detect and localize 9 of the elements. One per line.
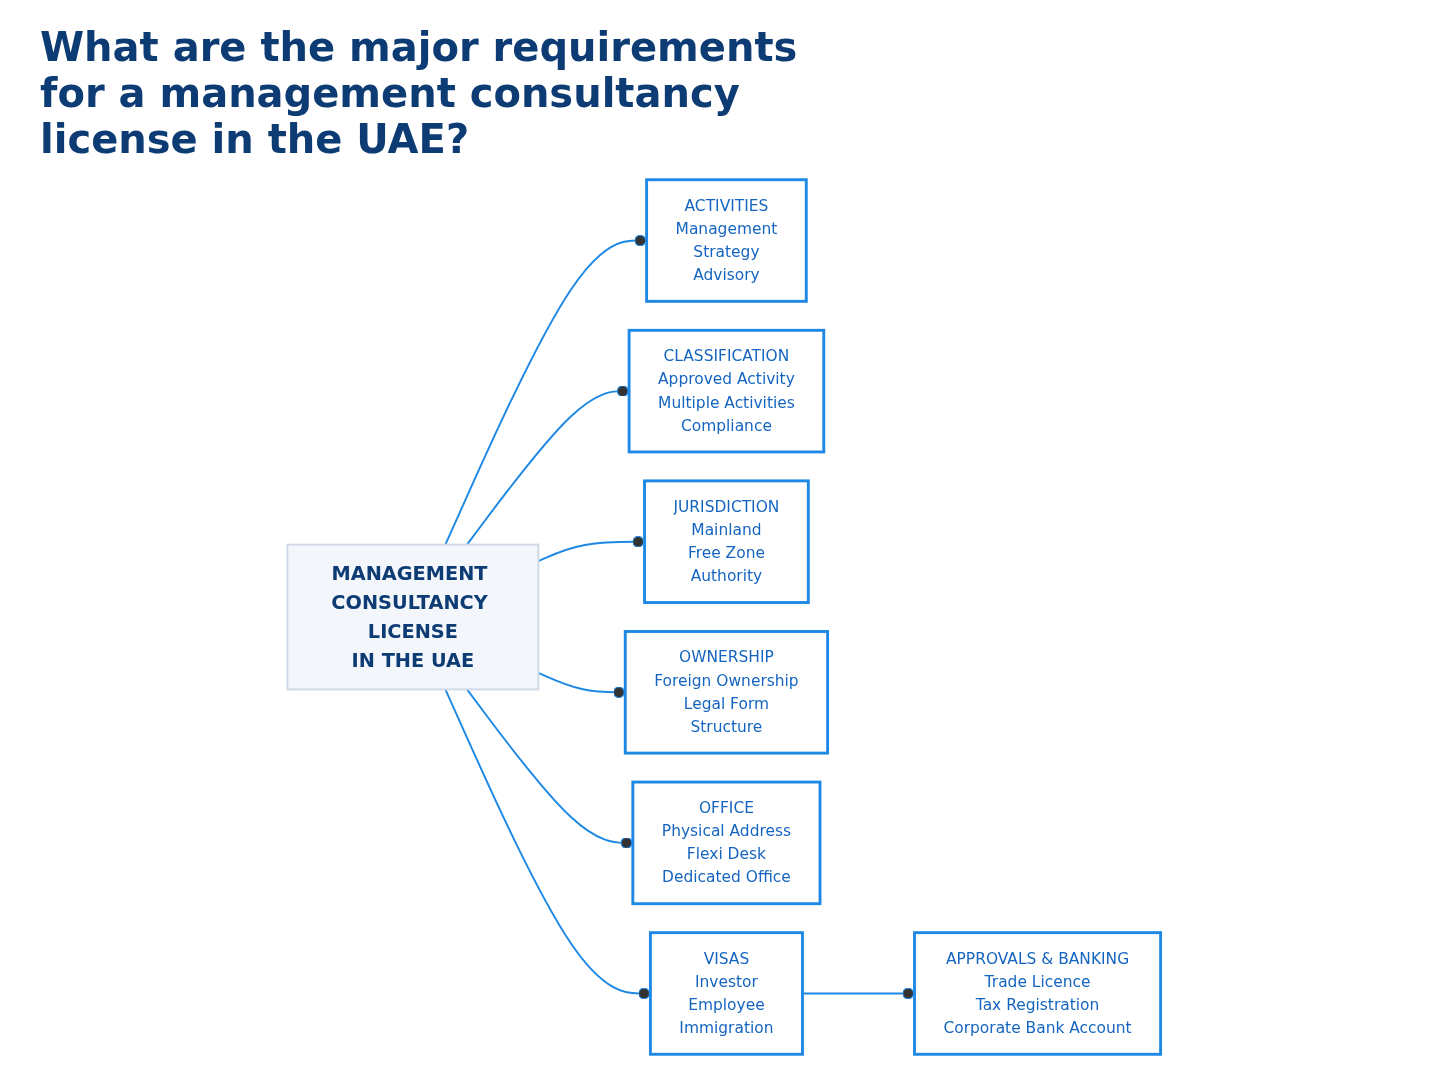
node-box: MANAGEMENT CONSULTANCY LICENSE IN THE UAE <box>286 543 540 691</box>
node-box: VISAS Investor Employee Immigration <box>648 931 804 1056</box>
node-box: APPROVALS & BANKING Trade Licence Tax Registration Corporate Bank Account <box>913 931 1163 1056</box>
node-box: CLASSIFICATION Approved Activity Multiple Activities Compliance <box>627 328 826 454</box>
node-box: OFFICE Physical Address Flexi Desk Dedicated Office <box>631 780 822 906</box>
node-box: OWNERSHIP Foreign Ownership Legal Form Structure <box>623 630 830 755</box>
title: What are the major requirements for a management consultancy license in the UAE? <box>40 24 799 162</box>
node-box: JURISDICTION Mainland Free Zone Authority <box>643 479 810 604</box>
node-box: ACTIVITIES Management Strategy Advisory <box>645 178 808 303</box>
